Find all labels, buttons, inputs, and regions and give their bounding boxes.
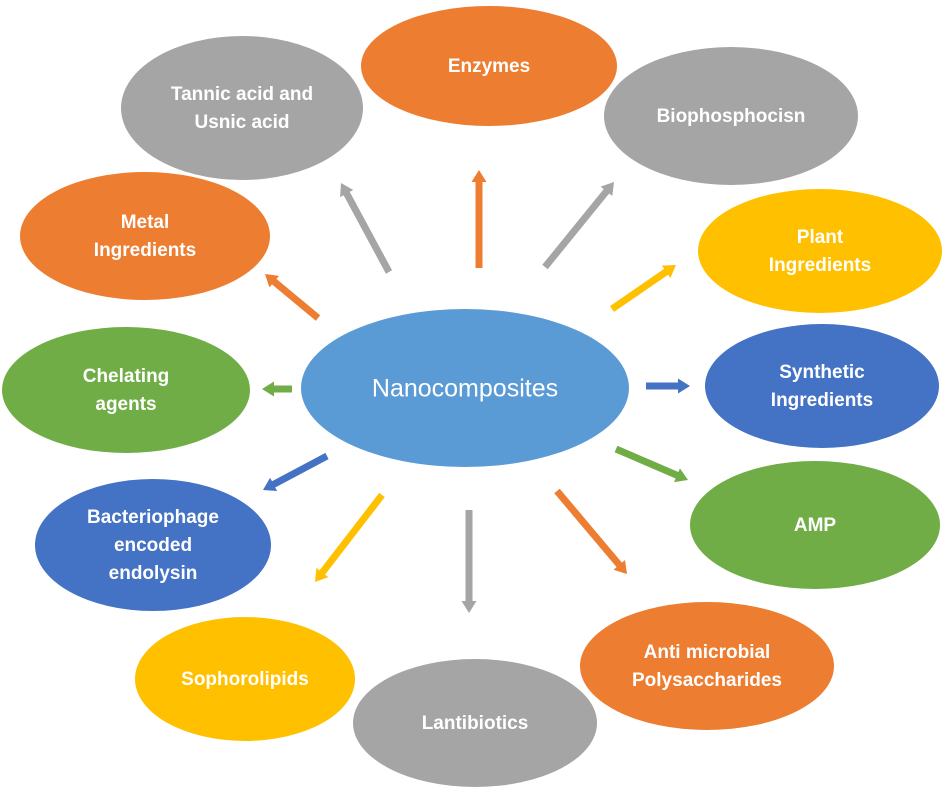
- node-ellipse-synthetic-ingredients: [705, 324, 939, 448]
- nodes-layer: EnzymesBiophosphocisnPlantIngredientsSyn…: [2, 6, 942, 787]
- arrow-to-bacteriophage-encoded-endolysin: [263, 452, 329, 491]
- node-ellipse-amp: [690, 461, 940, 589]
- arrow-to-plant-ingredients: [610, 265, 676, 312]
- arrow-to-amp: [614, 445, 688, 483]
- center-ellipse: [301, 309, 629, 467]
- arrow-to-anti-microbial-polysaccharides: [554, 488, 627, 574]
- node-ellipse-lantibiotics: [353, 659, 597, 787]
- node-label-tannic-usnic-acid: Usnic acid: [194, 112, 289, 133]
- node-ellipse-plant-ingredients: [698, 189, 942, 313]
- center-label: Nanocomposites: [372, 375, 558, 403]
- node-label-chelating-agents: Chelating: [83, 366, 170, 387]
- node-ellipse-anti-microbial-polysaccharides: [580, 602, 834, 730]
- node-label-bacteriophage-encoded-endolysin: encoded: [114, 535, 192, 556]
- node-chelating-agents: Chelating agents: [2, 327, 250, 453]
- node-label-metal-ingredients: Ingredients: [94, 240, 196, 261]
- node-label-bacteriophage-encoded-endolysin: endolysin: [109, 563, 198, 584]
- node-label-plant-ingredients: Ingredients: [769, 255, 871, 276]
- arrow-to-metal-ingredients: [265, 274, 321, 321]
- node-ellipse-chelating-agents: [2, 327, 250, 453]
- node-label-anti-microbial-polysaccharides: Anti microbial: [644, 642, 771, 663]
- center-node: Nanocomposites: [301, 309, 629, 467]
- node-label-tannic-usnic-acid: Tannic acid and: [171, 84, 313, 105]
- node-lantibiotics: Lantibiotics: [353, 659, 597, 787]
- arrow-to-lantibiotics: [461, 510, 477, 613]
- arrow-to-biophosphocisn: [542, 182, 614, 270]
- node-label-bacteriophage-encoded-endolysin: Bacteriophage: [87, 507, 219, 528]
- node-ellipse-biophosphocisn: [604, 47, 858, 185]
- arrows-layer: [262, 170, 690, 613]
- arrow-to-tannic-usnic-acid: [340, 183, 393, 274]
- node-label-synthetic-ingredients: Synthetic: [779, 362, 865, 383]
- node-ellipse-sophorolipids: [135, 617, 355, 741]
- node-label-plant-ingredients: Plant: [797, 227, 844, 248]
- node-ellipse-metal-ingredients: [20, 172, 270, 300]
- node-ellipse-enzymes: [361, 6, 617, 126]
- node-amp: AMP: [690, 461, 940, 589]
- arrow-to-enzymes: [471, 170, 487, 268]
- node-label-lantibiotics: Lantibiotics: [422, 713, 529, 734]
- node-ellipse-tannic-usnic-acid: [121, 36, 363, 180]
- node-enzymes: Enzymes: [361, 6, 617, 126]
- arrow-to-sophorolipids: [315, 492, 385, 582]
- arrow-to-chelating-agents: [262, 381, 292, 397]
- node-label-chelating-agents: agents: [95, 394, 156, 415]
- node-ellipse-bacteriophage-encoded-endolysin: [35, 479, 271, 611]
- node-label-anti-microbial-polysaccharides: Polysaccharides: [632, 670, 782, 691]
- arrow-to-synthetic-ingredients: [646, 378, 690, 394]
- node-label-biophosphocisn: Biophosphocisn: [657, 106, 806, 127]
- node-biophosphocisn: Biophosphocisn: [604, 47, 858, 185]
- node-label-metal-ingredients: Metal: [121, 212, 170, 233]
- node-sophorolipids: Sophorolipids: [135, 617, 355, 741]
- node-label-sophorolipids: Sophorolipids: [181, 669, 309, 690]
- node-label-amp: AMP: [794, 515, 837, 536]
- node-label-enzymes: Enzymes: [448, 56, 530, 77]
- node-bacteriophage-encoded-endolysin: Bacteriophage encoded endolysin: [35, 479, 271, 611]
- node-label-synthetic-ingredients: Ingredients: [771, 390, 873, 411]
